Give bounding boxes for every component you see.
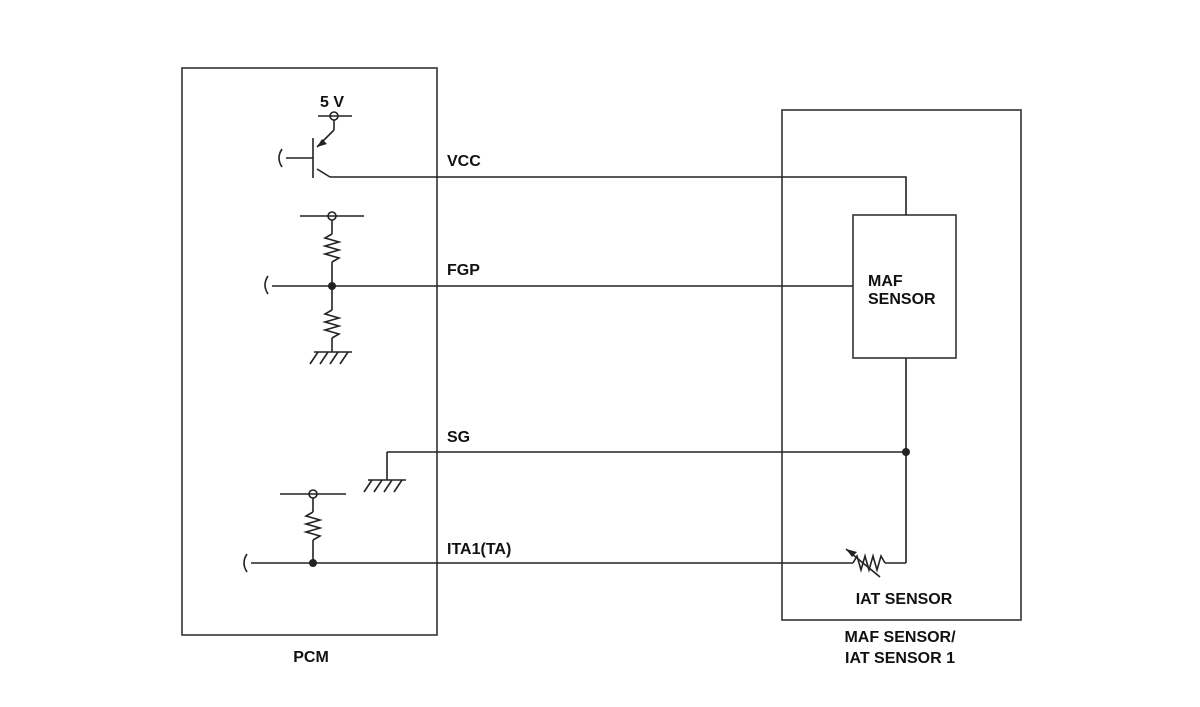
wire-label-sg: SG <box>447 429 470 446</box>
pcm-label: PCM <box>293 649 329 666</box>
iat-thermistor-icon <box>845 548 906 578</box>
vcc-transistor <box>278 111 352 178</box>
fgp-divider <box>264 211 364 365</box>
sensor-unit-label-line1: MAF SENSOR/ <box>844 629 956 646</box>
iat-sensor-label: IAT SENSOR <box>856 591 953 608</box>
sensor-unit-box <box>781 109 1022 621</box>
wire-label-vcc: VCC <box>447 153 481 170</box>
supply-5v-label: 5 V <box>320 94 344 111</box>
wire-label-ita1: ITA1(TA) <box>447 541 511 558</box>
ita1-pullup <box>243 489 346 573</box>
maf-sensor-label-line1: MAF <box>868 273 903 290</box>
sensor-unit-label-line2: IAT SENSOR 1 <box>845 650 955 667</box>
maf-sensor-label-line2: SENSOR <box>868 291 936 308</box>
wire-vcc <box>330 176 907 215</box>
pcm-box <box>181 67 438 636</box>
wire-label-fgp: FGP <box>447 262 480 279</box>
sg-ground <box>363 452 406 493</box>
